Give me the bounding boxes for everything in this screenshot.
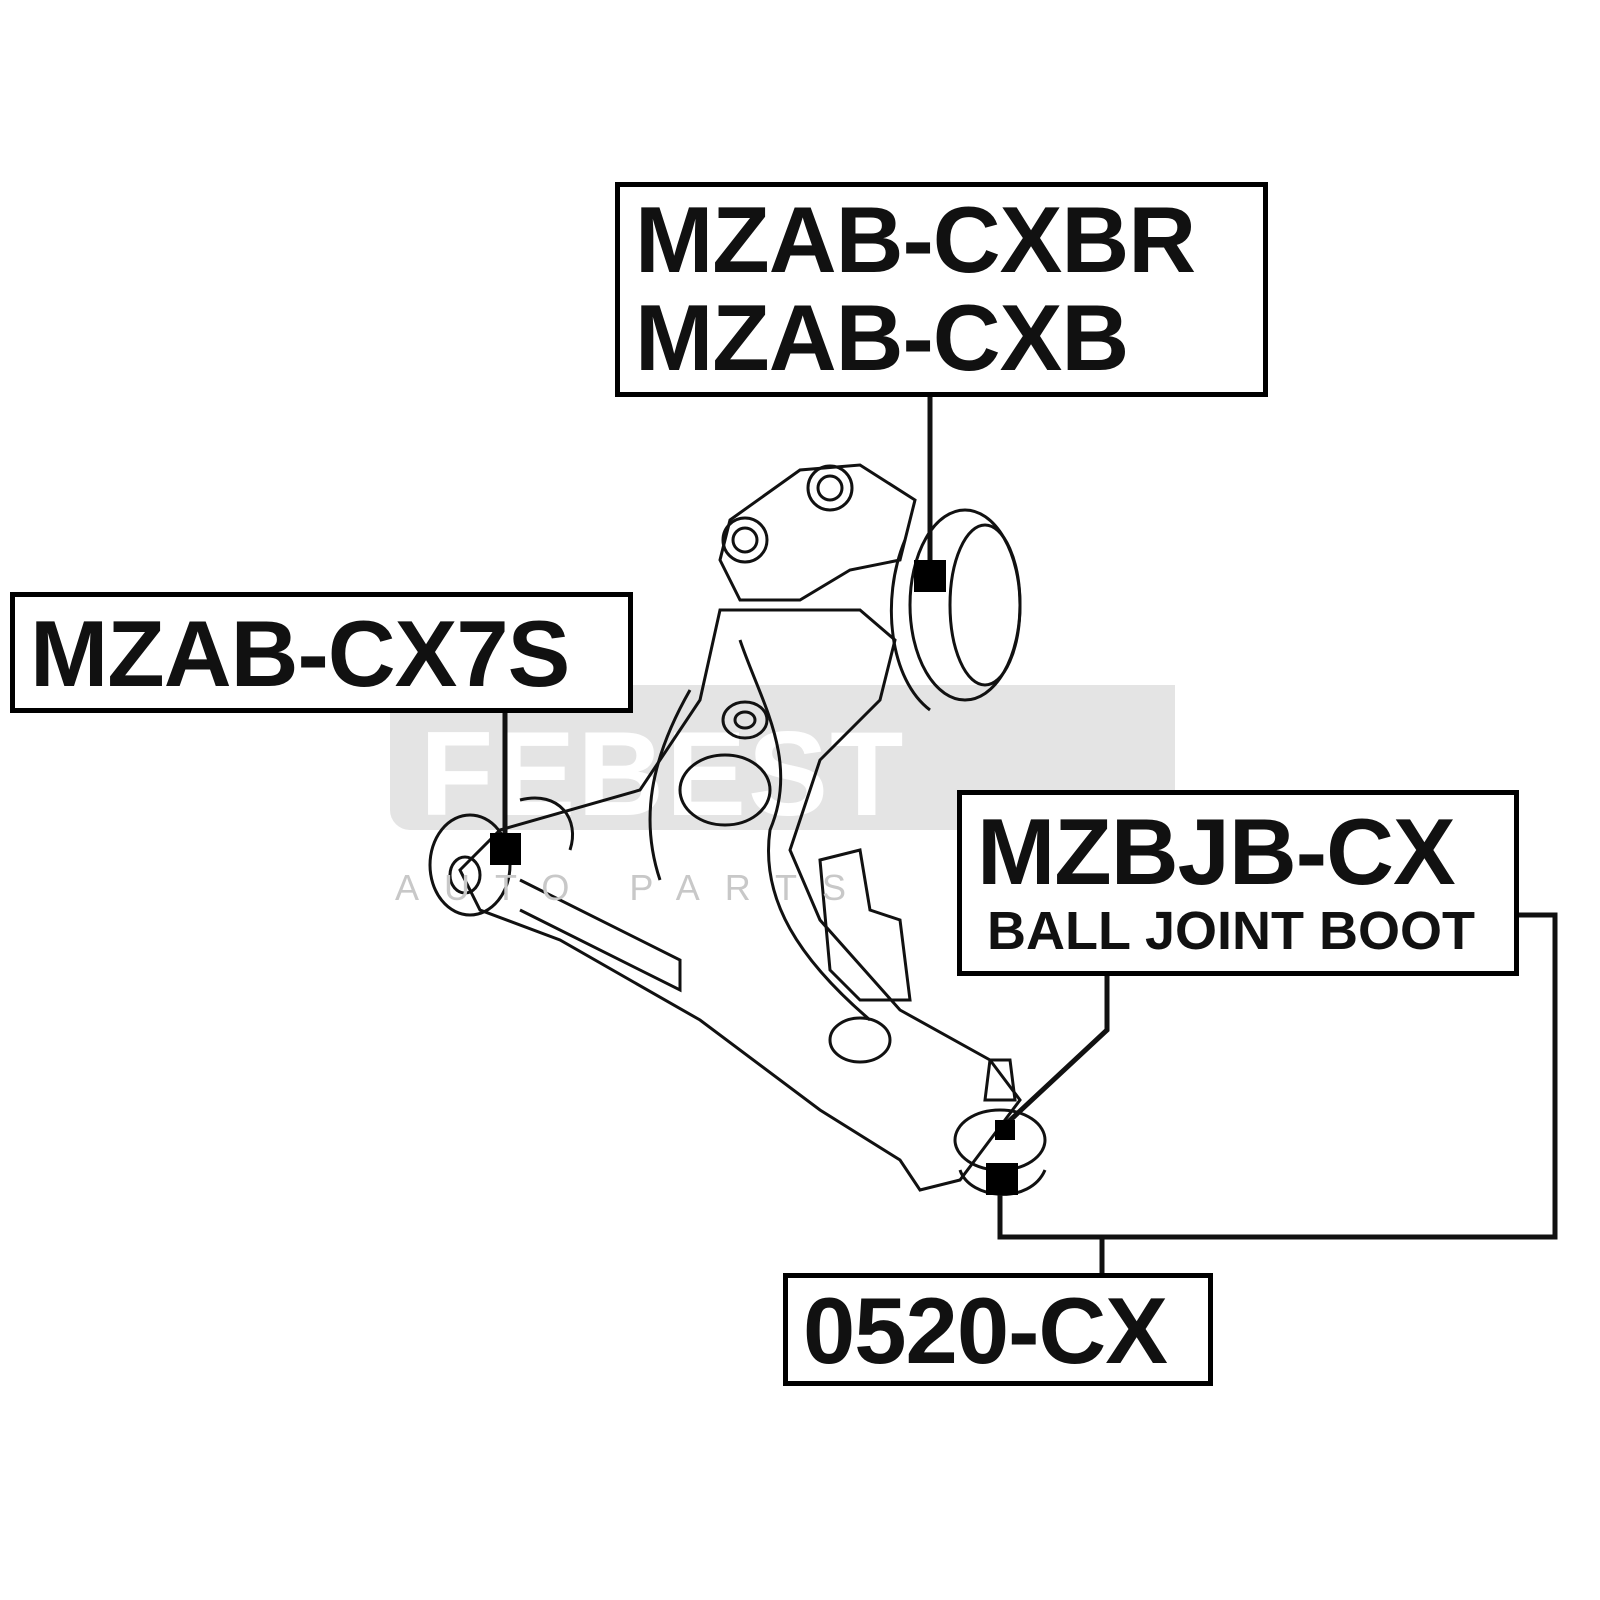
part-number: 0520-CX <box>803 1278 1168 1383</box>
part-number: MZAB-CXB <box>635 285 1129 390</box>
marker-front-bushing <box>490 833 521 865</box>
mount-hole-inner <box>733 710 757 730</box>
part-description: BALL JOINT BOOT <box>987 901 1476 961</box>
leader-ball-joint <box>997 912 1558 1240</box>
bolt-hole <box>816 474 844 502</box>
part-number: MZBJB-CX <box>977 799 1456 904</box>
watermark-tagline: AUTO PARTS <box>395 867 872 908</box>
arm-bracket <box>818 848 912 1002</box>
marker-boot <box>995 1120 1015 1140</box>
label-ball-joint: 0520-CX <box>783 1273 1213 1386</box>
lightening-hole <box>678 753 772 827</box>
lightening-hole <box>828 1016 892 1064</box>
markers <box>490 560 1018 1195</box>
rear-bushing-inner <box>948 523 1022 687</box>
front-bushing-inner <box>448 855 482 895</box>
label-upper-bushing: MZAB-CXBR MZAB-CXB <box>615 182 1268 397</box>
bolt-icon <box>806 464 854 512</box>
label-front-bushing: MZAB-CX7S <box>10 592 633 713</box>
leader-lines <box>502 396 1558 1275</box>
marker-upper-bushing <box>914 560 946 592</box>
label-ball-joint-boot: MZBJB-CX BALL JOINT BOOT <box>957 790 1519 976</box>
arm-body <box>458 608 1022 1192</box>
bushing-housing <box>889 539 931 712</box>
arm-rib <box>519 878 682 993</box>
part-number: MZAB-CX7S <box>30 601 570 706</box>
part-number: MZAB-CXBR <box>635 187 1196 292</box>
front-bushing-collar <box>519 796 575 851</box>
leader-boot <box>1003 975 1110 1127</box>
arm-edge <box>648 689 692 881</box>
ball-joint-stud <box>983 1058 1017 1102</box>
bolt-icon <box>721 516 769 564</box>
bolt-hole <box>731 526 759 554</box>
mount-hole <box>721 700 769 740</box>
arm-edge <box>738 639 871 1022</box>
watermark-brand: FEBEST <box>420 707 906 841</box>
marker-ball-joint <box>986 1163 1018 1195</box>
